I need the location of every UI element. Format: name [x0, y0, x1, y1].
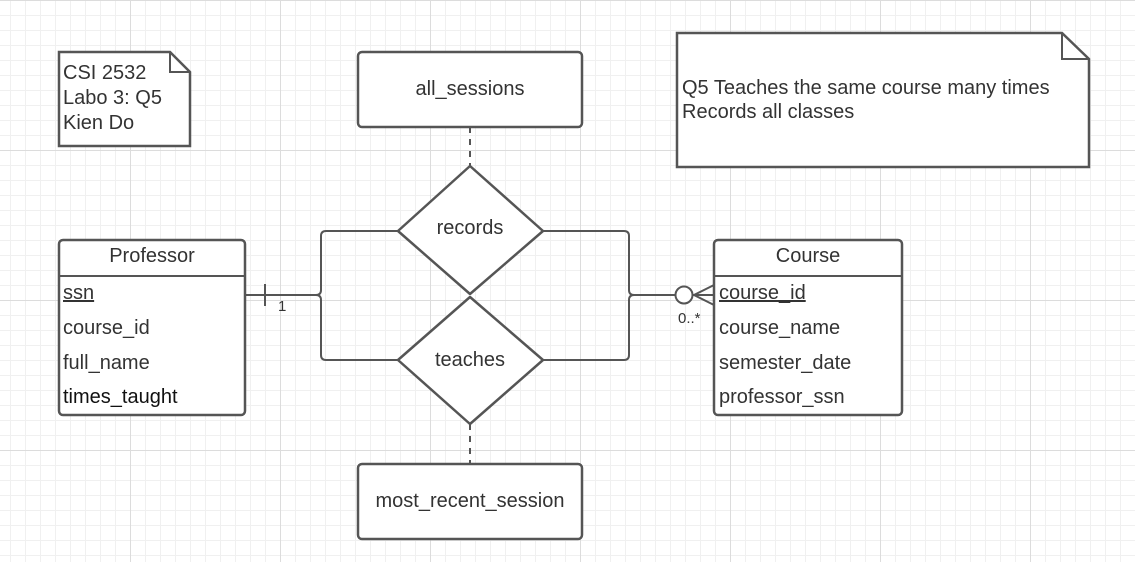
course-attribute: professor_ssn [719, 386, 845, 408]
course-cardinality-label: 0..* [678, 310, 701, 327]
question-note[interactable]: Q5 Teaches the same course many times Re… [675, 31, 1091, 169]
author-note[interactable]: CSI 2532 Labo 3: Q5 Kien Do [57, 50, 192, 148]
records-label: records [437, 217, 504, 239]
course-attribute-primary-key: course_id [719, 282, 806, 304]
all-sessions-label: all_sessions [416, 78, 525, 100]
teaches-label: teaches [435, 349, 505, 371]
professor-entity-title: Professor [109, 245, 195, 267]
course-attribute: course_name [719, 317, 840, 339]
professor-attribute: full_name [63, 352, 150, 374]
all-sessions-box[interactable]: all_sessions [356, 50, 584, 129]
connectors [245, 127, 715, 464]
course-entity[interactable]: Course course_id course_name semester_da… [712, 238, 904, 417]
professor-cardinality-label: 1 [278, 298, 286, 315]
author-note-line: Labo 3: Q5 [63, 87, 162, 109]
most-recent-session-label: most_recent_session [376, 490, 565, 512]
question-note-line: Records all classes [682, 101, 854, 123]
author-note-line: Kien Do [63, 112, 134, 134]
records-relationship[interactable]: records [396, 164, 545, 296]
zero-cardinality-marker [674, 285, 694, 305]
question-note-line: Q5 Teaches the same course many times [682, 77, 1050, 99]
professor-relationship-link [245, 230, 398, 361]
professor-attribute: course_id [63, 317, 150, 339]
most-recent-session-box[interactable]: most_recent_session [356, 462, 584, 541]
course-relationship-link [542, 230, 714, 361]
course-entity-title: Course [776, 245, 840, 267]
many-cardinality-marker [691, 284, 715, 306]
course-attribute: semester_date [719, 352, 851, 374]
professor-attribute: times_taught [63, 386, 178, 408]
professor-entity[interactable]: Professor ssn course_id full_name times_… [57, 238, 247, 417]
professor-attribute-primary-key: ssn [63, 282, 94, 304]
teaches-relationship[interactable]: teaches [396, 295, 545, 426]
author-note-line: CSI 2532 [63, 62, 146, 84]
